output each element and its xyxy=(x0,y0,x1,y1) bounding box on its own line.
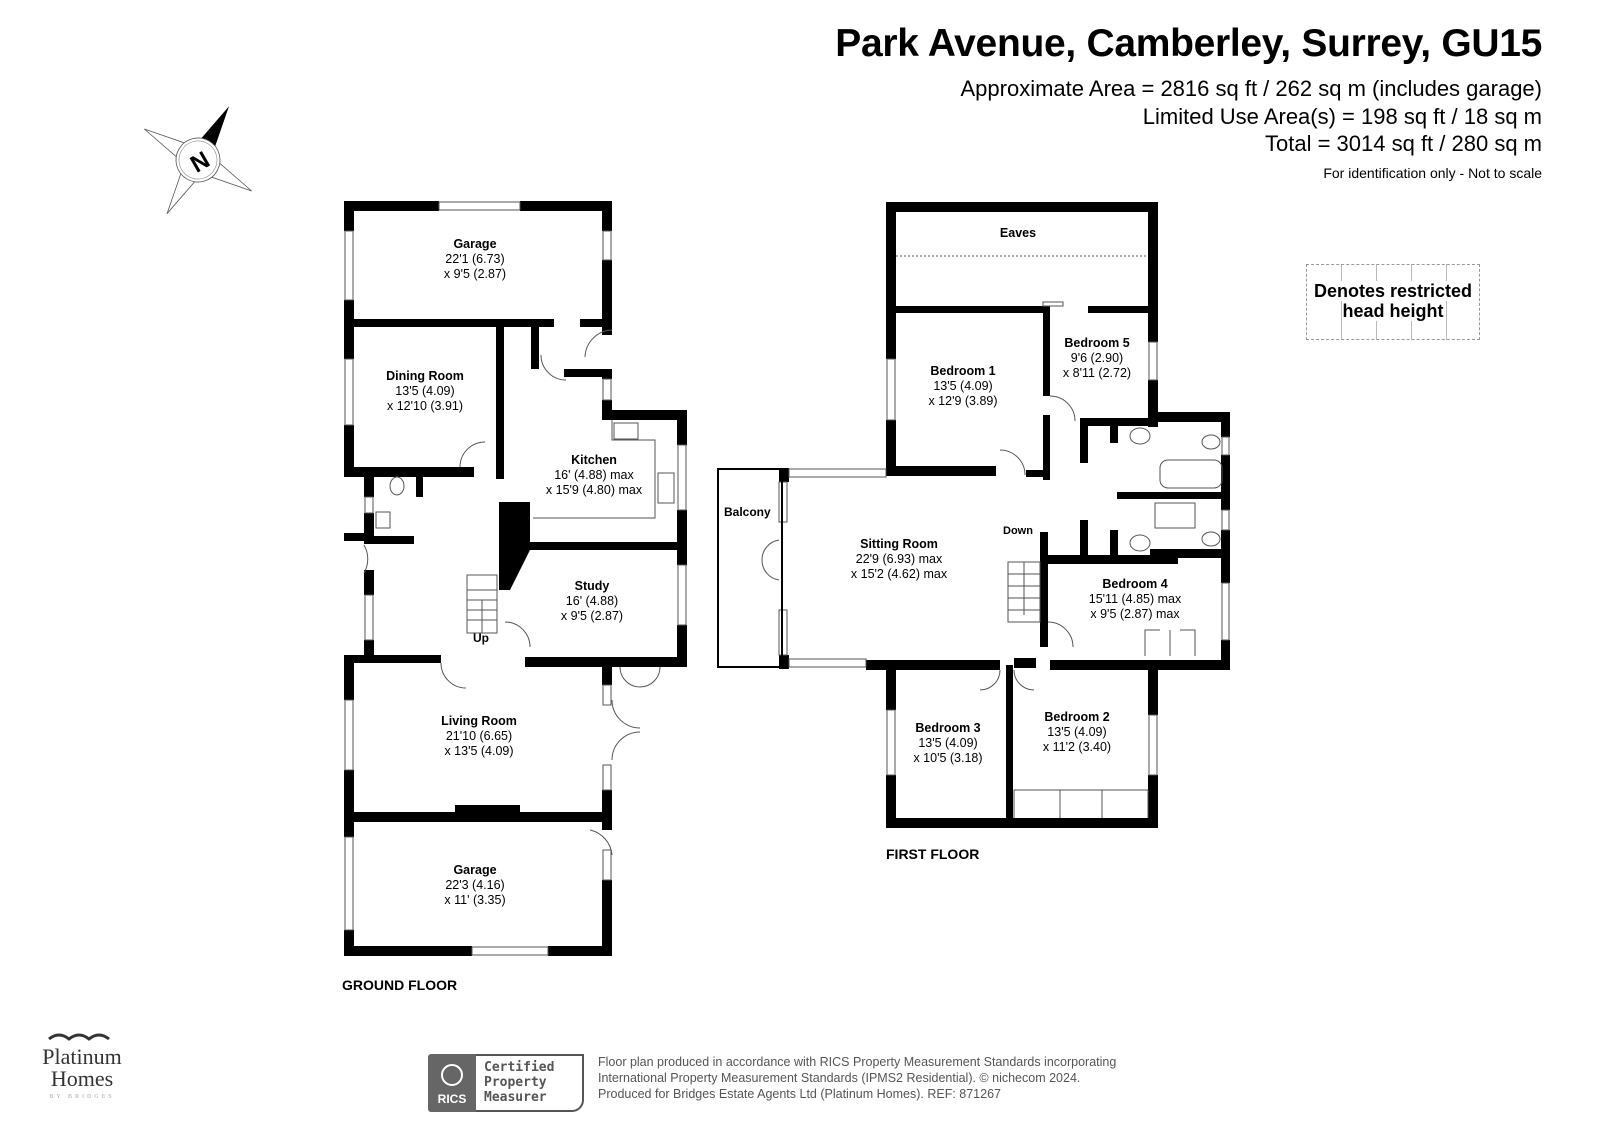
stairs-up-label: Up xyxy=(473,631,489,645)
certified-measurer-label: Certified Property Measurer xyxy=(476,1054,584,1112)
first-floor-label: FIRST FLOOR xyxy=(886,846,980,862)
rics-certified-badge: RICS Certified Property Measurer xyxy=(428,1054,584,1112)
room-bedroom-4: Bedroom 4 15'11 (4.85) max x 9'5 (2.87) … xyxy=(1088,577,1182,621)
roof-arches-icon xyxy=(48,1033,110,1041)
room-balcony: Balcony xyxy=(724,505,771,519)
rics-lion-icon xyxy=(441,1064,463,1086)
disclaimer-note: For identification only - Not to scale xyxy=(1323,165,1542,181)
room-sitting-room: Sitting Room 22'9 (6.93) max x 15'2 (4.6… xyxy=(850,537,948,581)
room-bedroom-5: Bedroom 5 9'6 (2.90) x 8'11 (2.72) xyxy=(1062,336,1132,380)
approximate-area: Approximate Area = 2816 sq ft / 262 sq m… xyxy=(960,76,1543,101)
room-bedroom-1: Bedroom 1 13'5 (4.09) x 12'9 (3.89) xyxy=(928,364,998,408)
room-bedroom-2: Bedroom 2 13'5 (4.09) x 11'2 (3.40) xyxy=(1042,710,1112,754)
ground-floor-label: GROUND FLOOR xyxy=(342,977,458,993)
room-bedroom-3: Bedroom 3 13'5 (4.09) x 10'5 (3.18) xyxy=(913,721,983,765)
limited-use-area: Limited Use Area(s) = 198 sq ft / 18 sq … xyxy=(1142,104,1542,129)
room-study: Study 16' (4.88) x 9'5 (2.87) xyxy=(560,579,624,623)
room-kitchen: Kitchen 16' (4.88) max x 15'9 (4.80) max xyxy=(545,453,643,497)
north-compass-icon xyxy=(144,106,252,214)
room-garage-bottom: Garage 22'3 (4.16) x 11' (3.35) xyxy=(444,863,506,907)
platinum-homes-logo: Platinum Homes BY BRIDGES xyxy=(34,1028,130,1100)
room-living-room: Living Room 21'10 (6.65) x 13'5 (4.09) xyxy=(441,714,517,758)
room-dining-room: Dining Room 13'5 (4.09) x 12'10 (3.91) xyxy=(386,369,464,413)
rics-logo: RICS xyxy=(428,1054,476,1112)
restricted-height-legend: Denotes restricted head height xyxy=(1306,264,1480,340)
room-eaves: Eaves xyxy=(999,226,1037,240)
stairs-down-label: Down xyxy=(1003,525,1033,537)
total-area: Total = 3014 sq ft / 280 sq m xyxy=(1265,131,1542,156)
room-garage-top: Garage 22'1 (6.73) x 9'5 (2.87) xyxy=(443,237,507,281)
property-title: Park Avenue, Camberley, Surrey, GU15 xyxy=(835,22,1542,65)
footer-disclaimer: Floor plan produced in accordance with R… xyxy=(598,1055,1117,1101)
